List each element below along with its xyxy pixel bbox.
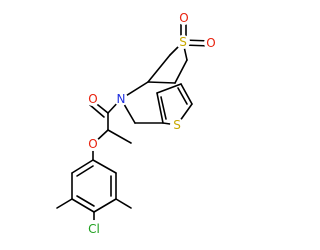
atom-carbonyl-o: O	[86, 92, 100, 106]
bond-methyl-left	[56, 198, 73, 209]
atom-chlorine: Cl	[85, 220, 103, 238]
bond-ring-d	[71, 198, 95, 213]
atom-labels: O O S S N O O Cl	[85, 11, 218, 238]
bond-thiophene-e2	[160, 96, 167, 120]
atom-label-sulfonyl-o-right: O	[206, 36, 215, 50]
bond-thiophene-d	[156, 83, 182, 94]
atom-label-ether-o: O	[88, 137, 97, 151]
bond-ch-to-methyl	[107, 129, 132, 144]
atom-label-thiophene-s: S	[173, 118, 181, 132]
atom-sulfonyl-o-top: O	[177, 11, 191, 25]
molecule-diagram: O O S S N O O Cl	[56, 11, 218, 238]
atom-sulfone-s: S	[176, 35, 190, 49]
bond-methyl-right	[115, 198, 132, 209]
atom-sulfonyl-o-right: O	[204, 36, 218, 50]
bond-lines	[56, 17, 212, 230]
atom-label-amide-n: N	[117, 92, 126, 106]
bond-carbonyl-o-2	[89, 104, 105, 118]
bond-sulfone-ring-e	[147, 54, 171, 83]
bond-ring-d2	[76, 195, 95, 207]
atom-thiophene-s: S	[170, 118, 184, 132]
bond-thiophene-c	[180, 83, 193, 105]
bond-ring-a	[92, 159, 117, 174]
bond-thiophene-e	[156, 92, 164, 124]
bond-ring-f	[71, 159, 94, 174]
bond-thiophene-c2	[177, 87, 188, 105]
bond-ring-c	[93, 198, 117, 213]
atom-ether-o: O	[86, 137, 100, 151]
atom-label-sulfonyl-o-top: O	[179, 11, 188, 25]
bond-sulfone-ring-c	[174, 59, 188, 84]
atom-label-sulfone-s: S	[179, 35, 187, 49]
bond-sulfone-ring-d	[147, 81, 176, 84]
bond-ring-f2	[76, 165, 94, 177]
atom-label-carbonyl-o: O	[88, 92, 97, 106]
atom-label-chlorine: Cl	[88, 222, 100, 236]
atom-amide-n: N	[114, 92, 128, 106]
